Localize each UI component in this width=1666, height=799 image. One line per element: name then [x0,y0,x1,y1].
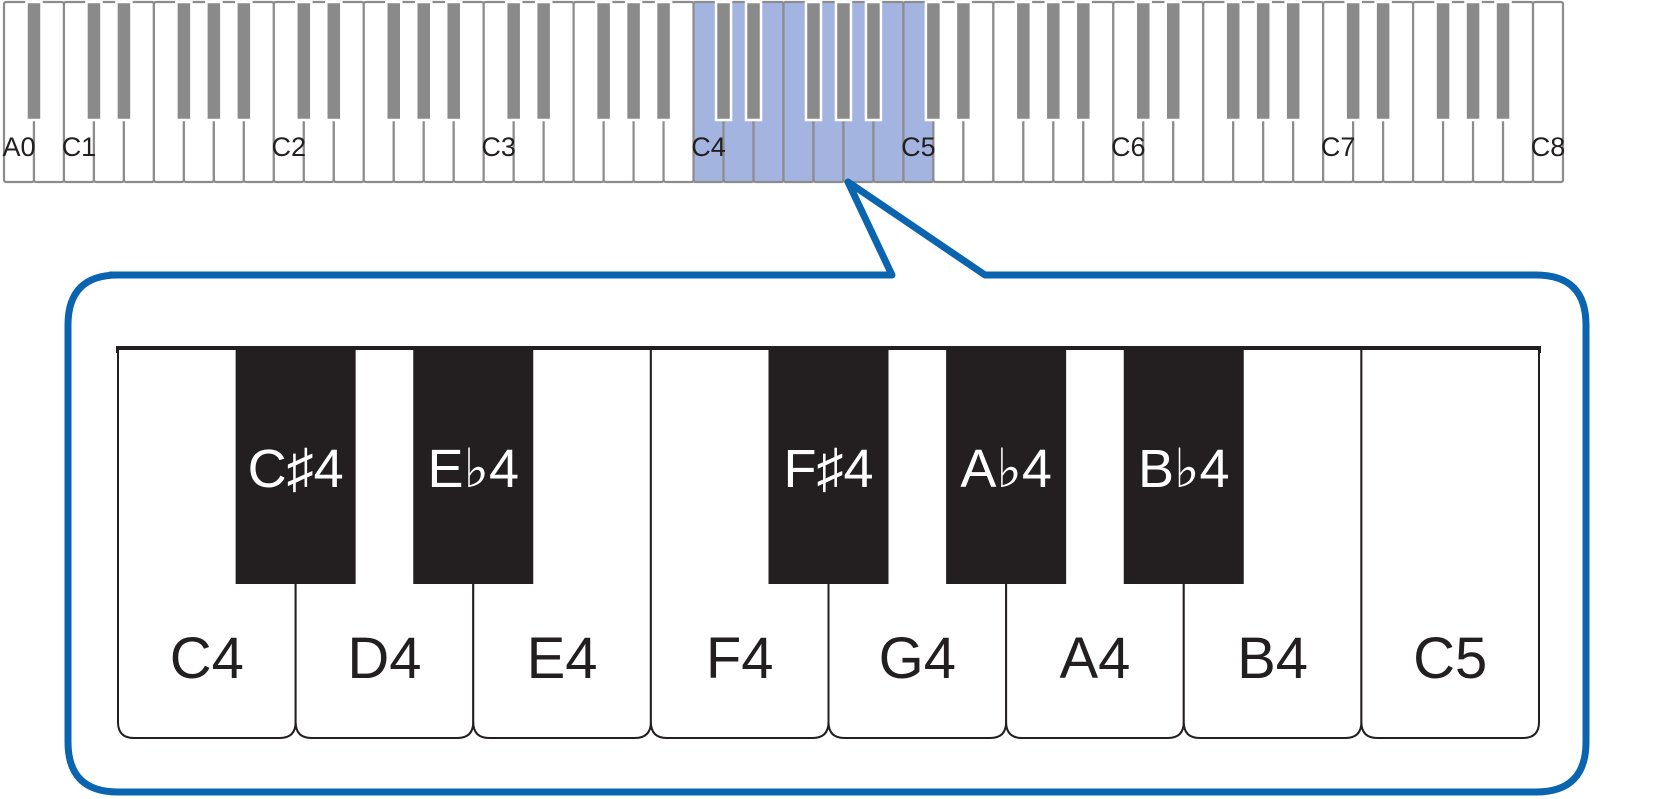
callout-black-key [413,348,534,584]
black-key-d7-sharp [1374,0,1392,122]
octave-label: C8 [1531,132,1566,162]
callout-white-key [1360,350,1540,739]
black-key-g3-sharp [624,0,643,122]
white-key-label: B4 [1237,626,1308,691]
black-key-c5-sharp [924,0,943,122]
black-key-d3-sharp [534,0,553,122]
octave-label: C7 [1321,132,1356,162]
black-key-c7-sharp [1344,0,1362,122]
white-key-label: C5 [1413,626,1487,691]
black-key-a0-sharp [25,0,43,122]
black-key-a1-sharp [235,0,253,122]
octave-label: C5 [901,132,936,162]
octave-label: C2 [272,132,307,162]
black-key-f5-sharp [1014,0,1033,122]
callout-black-key [946,348,1067,584]
black-key-c3-sharp [504,0,523,122]
black-key-f7-sharp [1434,0,1452,122]
black-key-label: F♯4 [783,439,873,499]
black-key-g4-sharp [834,0,853,122]
callout-keyboard: C4 D4 E4 F4 G4 A4 B4 C5 C♯4 E♭4 F♯4 A♭4 B♭4 [116,346,1541,739]
black-key-a3-sharp [654,0,673,122]
black-key-f3-sharp [594,0,613,122]
white-key-label: F4 [706,626,774,691]
white-key-label: E4 [527,626,598,691]
black-key-f1-sharp [175,0,193,122]
octave-labels: A0 C1 C2 C3 C4 C5 C6 C7 C8 [2,132,1565,162]
black-key-c4-sharp [714,0,733,122]
black-key-a7-sharp [1494,0,1512,122]
black-key-a4-sharp [864,0,883,122]
black-key-label: C♯4 [248,439,344,499]
black-key-d6-sharp [1164,0,1182,122]
octave-label: C3 [481,132,516,162]
black-key-label: B♭4 [1138,439,1230,499]
octave-label: A0 [2,132,35,162]
black-key-g5-sharp [1044,0,1063,122]
black-key-label: A♭4 [960,439,1052,499]
octave-label: C1 [62,132,97,162]
white-key-label: A4 [1059,626,1130,691]
white-key-label: C4 [170,626,244,691]
callout-black-key [1123,348,1244,584]
callout-black-keys: C♯4 E♭4 F♯4 A♭4 B♭4 [235,348,1244,584]
octave-label: C6 [1111,132,1146,162]
black-key-g2-sharp [414,0,433,122]
black-key-c1-sharp [85,0,103,122]
white-key-c8 [1531,0,1565,184]
octave-label: C4 [691,132,726,162]
black-key-d5-sharp [954,0,973,122]
black-key-a6-sharp [1284,0,1302,122]
black-key-d4-sharp [744,0,763,122]
black-key-d2-sharp [325,0,343,122]
black-key-g6-sharp [1254,0,1272,122]
black-key-g7-sharp [1464,0,1482,122]
black-key-a2-sharp [444,0,463,122]
white-key-label: D4 [347,626,421,691]
black-key-f2-sharp [385,0,403,122]
callout-black-key [768,348,889,584]
black-key-label: E♭4 [427,439,519,499]
black-key-c2-sharp [295,0,313,122]
black-key-d1-sharp [115,0,133,122]
black-key-c6-sharp [1134,0,1153,122]
black-key-g1-sharp [205,0,223,122]
callout-black-key [235,348,356,584]
black-key-a5-sharp [1074,0,1093,122]
black-key-f6-sharp [1224,0,1242,122]
white-key-label: G4 [879,626,956,691]
black-key-f4-sharp [804,0,823,122]
full-keyboard: A0 C1 C2 C3 C4 C5 C6 C7 C8 [2,0,1565,184]
black-keys [25,0,1512,122]
